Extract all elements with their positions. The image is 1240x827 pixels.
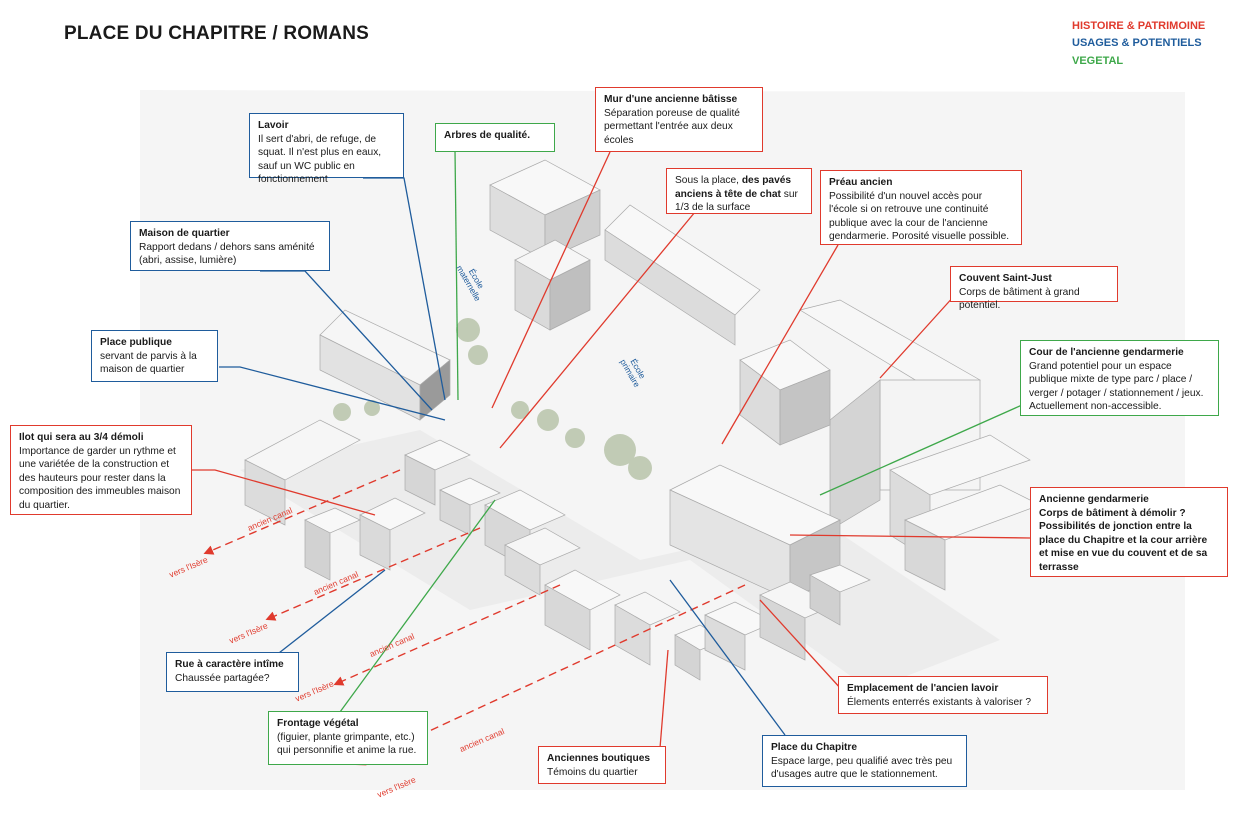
legend-histoire: HISTOIRE & PATRIMOINE [1072, 20, 1206, 32]
annotation-arbres: Arbres de qualité. [435, 123, 555, 152]
annotation-frontage-vegetal: Frontage végétal(figuier, plante grimpan… [268, 711, 428, 765]
buildings [244, 159, 1041, 681]
annotation-paves: Sous la place, des pavés anciens à tête … [666, 168, 812, 214]
page-title: PLACE DU CHAPITRE / ROMANS [64, 23, 369, 44]
legend-vegetal: VEGETAL [1072, 55, 1124, 67]
trees [333, 318, 652, 480]
leader-lines [192, 149, 1031, 749]
legend-usages: USAGES & POTENTIELS [1072, 37, 1202, 49]
